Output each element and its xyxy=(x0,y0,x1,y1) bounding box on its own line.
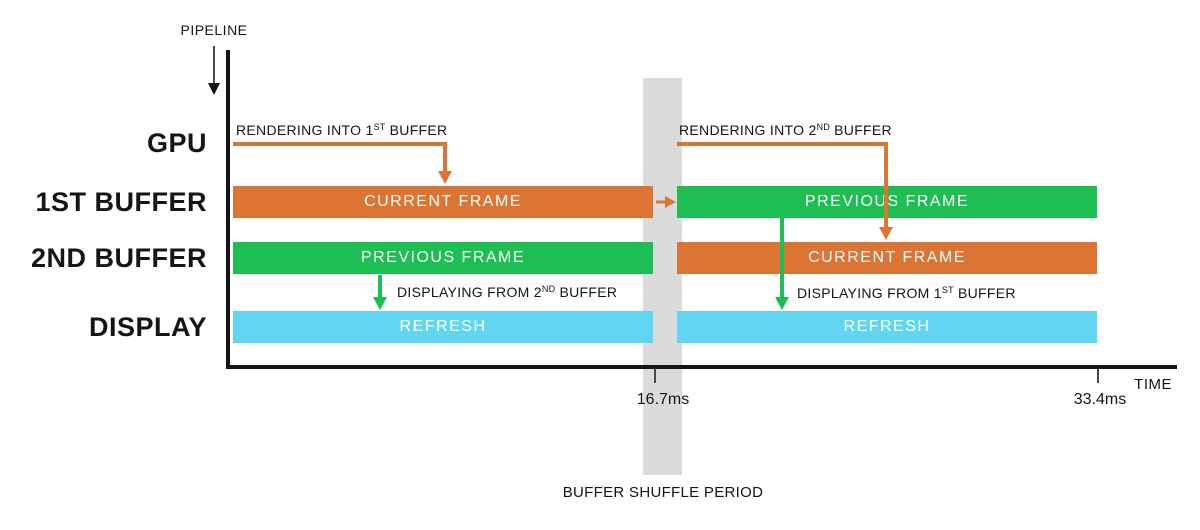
pipeline-axis-line xyxy=(226,50,230,369)
annotation-displaying-2nd-buffer: DISPLAYING FROM 2ND BUFFER xyxy=(397,284,618,300)
pipeline-axis-label: PIPELINE xyxy=(180,22,248,38)
tick-33-4ms xyxy=(1097,369,1099,383)
row-label-1st-buffer: 1ST BUFFER xyxy=(35,187,207,217)
buffer-shuffle-band xyxy=(643,78,682,475)
row-label-gpu: GPU xyxy=(146,128,207,158)
bar-label: REFRESH xyxy=(843,318,931,335)
row-label-display: DISPLAY xyxy=(88,312,207,342)
displaying-2nd-buffer-arrow-icon xyxy=(373,275,387,310)
time-axis-line xyxy=(226,365,1177,369)
bar-label: REFRESH xyxy=(399,318,487,335)
buffer-shuffle-caption: BUFFER SHUFFLE PERIOD xyxy=(562,484,764,501)
annotation-rendering-2nd-buffer: RENDERING INTO 2ND BUFFER xyxy=(679,122,892,138)
pipeline-direction-arrow-icon xyxy=(208,46,220,95)
bar-buffer1-frame1: CURRENT FRAME xyxy=(233,186,653,218)
tick-label-33-4ms: 33.4ms xyxy=(1073,391,1127,408)
bar-display-frame1: REFRESH xyxy=(233,311,653,343)
bar-label: CURRENT FRAME xyxy=(364,193,522,210)
bar-buffer1-frame2: PREVIOUS FRAME xyxy=(677,186,1097,218)
tick-label-16-7ms: 16.7ms xyxy=(636,391,690,408)
rendering-1st-buffer-arrow-icon xyxy=(233,142,452,184)
bar-buffer2-frame2: CURRENT FRAME xyxy=(677,242,1097,274)
annotation-rendering-1st-buffer: RENDERING INTO 1ST BUFFER xyxy=(236,122,448,138)
bar-label: CURRENT FRAME xyxy=(808,249,966,266)
tick-16-7ms xyxy=(654,369,656,383)
bar-label: PREVIOUS FRAME xyxy=(804,193,970,210)
bar-label: PREVIOUS FRAME xyxy=(360,249,526,266)
annotation-displaying-1st-buffer: DISPLAYING FROM 1ST BUFFER xyxy=(797,285,1016,301)
bar-buffer2-frame1: PREVIOUS FRAME xyxy=(233,242,653,274)
row-label-2nd-buffer: 2ND BUFFER xyxy=(30,243,207,273)
time-axis-label: TIME xyxy=(1134,376,1172,393)
bar-display-frame2: REFRESH xyxy=(677,311,1097,343)
